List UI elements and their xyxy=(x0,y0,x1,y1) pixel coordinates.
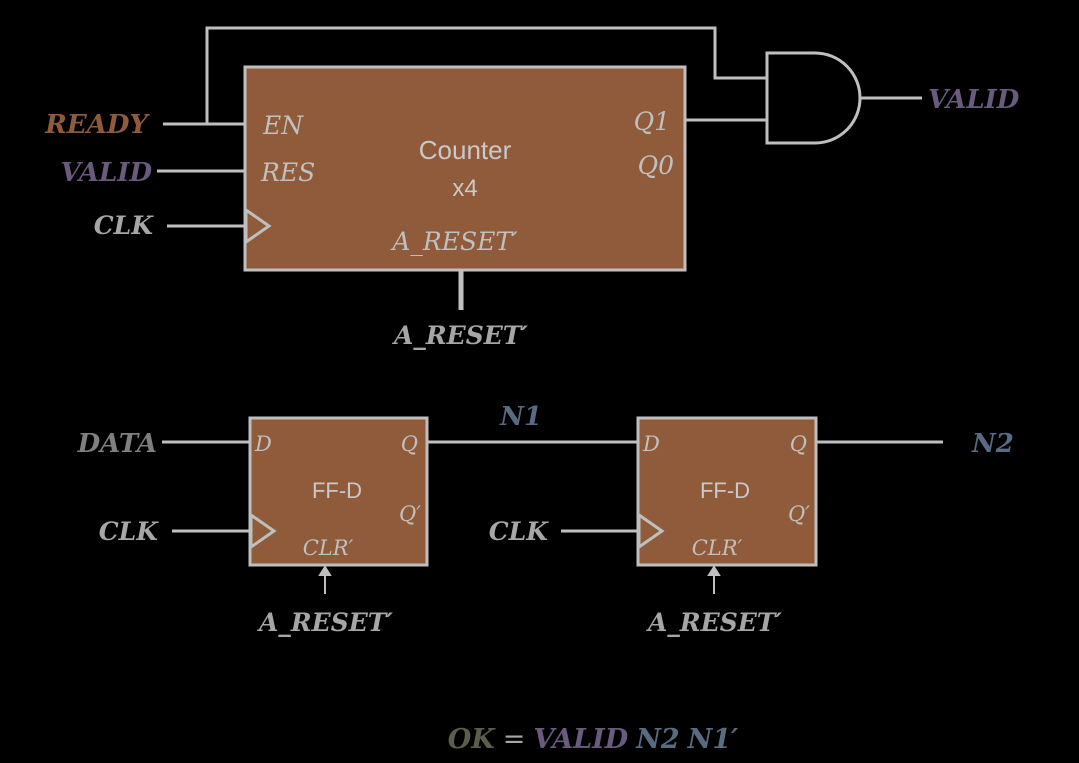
equation-n1: N1′ xyxy=(687,724,739,755)
ff2-pin-qn: Q′ xyxy=(788,502,810,526)
counter-clock-triangle xyxy=(244,207,272,245)
counter-pin-res: RES xyxy=(260,158,315,187)
counter-title: Counter xyxy=(419,135,512,165)
valid-output-label: VALID xyxy=(928,85,1020,115)
clk-label-ff2: CLK xyxy=(489,517,549,546)
net-n2-label: N2 xyxy=(971,429,1014,459)
ff2-clock-triangle xyxy=(637,512,665,550)
ff1-clock-triangle xyxy=(249,512,277,550)
wires-bottom xyxy=(162,440,943,533)
ff2-pin-q: Q xyxy=(790,432,807,456)
ff1-pin-clr: CLR′ xyxy=(303,536,354,560)
and-gate xyxy=(765,51,862,145)
ff1-title: FF-D xyxy=(312,478,362,503)
ff2-pin-d: D xyxy=(642,432,660,456)
ff1-reset-label: A_RESET′ xyxy=(257,608,393,637)
equation-valid: VALID xyxy=(533,724,628,755)
counter-block xyxy=(243,65,687,272)
wires-top xyxy=(157,26,922,228)
ff2-pin-clr: CLR′ xyxy=(692,536,743,560)
counter-pin-areset: A_RESET′ xyxy=(390,227,518,256)
ff1-pin-qn: Q′ xyxy=(399,502,421,526)
valid-input-label: VALID xyxy=(61,158,153,188)
ready-feedback-wire xyxy=(205,26,767,124)
counter-pin-en: EN xyxy=(262,111,304,140)
equation-n2: N2 xyxy=(635,724,679,755)
counter-pin-q1: Q1 xyxy=(634,107,670,136)
ff2-title: FF-D xyxy=(700,478,750,503)
ff2-reset-label: A_RESET′ xyxy=(646,608,782,637)
ff1-block xyxy=(248,416,429,567)
equation-equals: = xyxy=(503,724,526,755)
ff1-clr-arrow-head xyxy=(318,565,332,576)
data-label: DATA xyxy=(77,429,157,459)
ff2-block xyxy=(636,416,818,567)
equation-ok: OK xyxy=(448,724,497,755)
counter-pin-q0: Q0 xyxy=(638,151,674,180)
ready-label: READY xyxy=(44,110,150,140)
net-n1-label: N1 xyxy=(499,402,542,432)
counter-subtitle: x4 xyxy=(452,175,477,202)
ff1-pin-q: Q xyxy=(401,432,418,456)
clk-label-ff1: CLK xyxy=(99,517,159,546)
clk-label-counter: CLK xyxy=(94,211,154,240)
ff1-pin-d: D xyxy=(254,432,272,456)
counter-reset-label: A_RESET′ xyxy=(392,321,528,350)
ff2-clr-arrow-head xyxy=(707,565,721,576)
